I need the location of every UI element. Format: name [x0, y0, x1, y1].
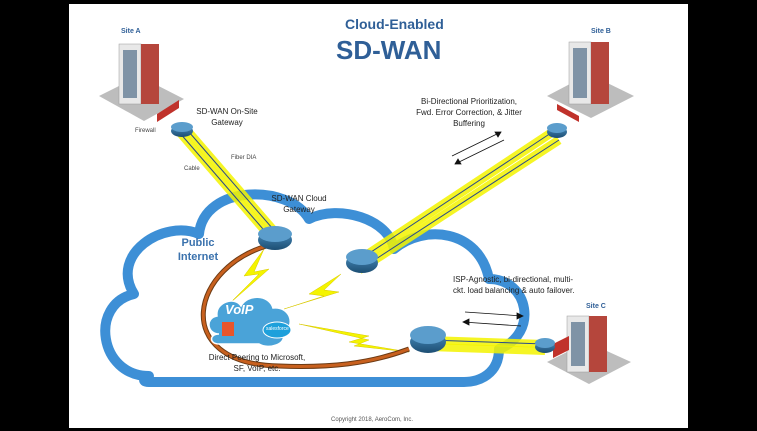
site-a-links [175, 129, 283, 239]
salesforce-cloud-icon [262, 321, 292, 339]
firewall-label: Firewall [135, 128, 156, 134]
public-internet-cloud [100, 189, 530, 387]
arrows-bidir-c [462, 311, 524, 327]
cable-label: Cable [184, 166, 200, 172]
salesforce-logo: salesforce [266, 326, 289, 332]
onsite-gateway-label: SD-WAN On-Site Gateway [196, 107, 258, 127]
router-cloud-c [410, 326, 446, 353]
voip-logo: VoIP [225, 302, 254, 317]
slide: Cloud-Enabled SD-WAN Site A Site B Site … [69, 4, 688, 428]
network-diagram [99, 41, 634, 387]
building-site-b [547, 41, 634, 122]
arrows-bidir-b [451, 131, 505, 165]
router-site-b [547, 123, 567, 138]
office-icon [222, 322, 234, 336]
cloud-gateway-label: SD-WAN Cloud Gateway [271, 194, 327, 214]
router-cloud-gateway [258, 226, 292, 250]
copyright: Copyright 2018, AeroCom, Inc. [331, 417, 414, 423]
fiber-dia-label: Fiber DIA [231, 155, 257, 161]
router-site-a [171, 122, 193, 137]
bidir-label: Bi-Directional Prioritization, Fwd. Erro… [416, 97, 522, 128]
diagram-subtitle: SD-WAN [336, 35, 442, 65]
diagram-title: Cloud-Enabled [345, 16, 444, 32]
site-b-links [356, 125, 562, 274]
site-b-label: Site B [591, 28, 611, 35]
public-internet-label: Public Internet [177, 237, 219, 263]
site-c-links [428, 336, 546, 355]
site-a-label: Site A [121, 28, 141, 35]
router-cloud-b [346, 249, 378, 273]
isp-agnostic-label: ISP-Agnostic, bi-directional, multi- ckt… [453, 275, 575, 295]
site-c-label: Site C [586, 303, 606, 310]
router-site-c [535, 338, 555, 353]
building-site-a [99, 43, 184, 122]
services-cloud [208, 296, 292, 348]
direct-peering-label: Direct Peering to Microsoft, SF, VoIP, e… [208, 353, 306, 373]
building-site-c [547, 315, 631, 384]
